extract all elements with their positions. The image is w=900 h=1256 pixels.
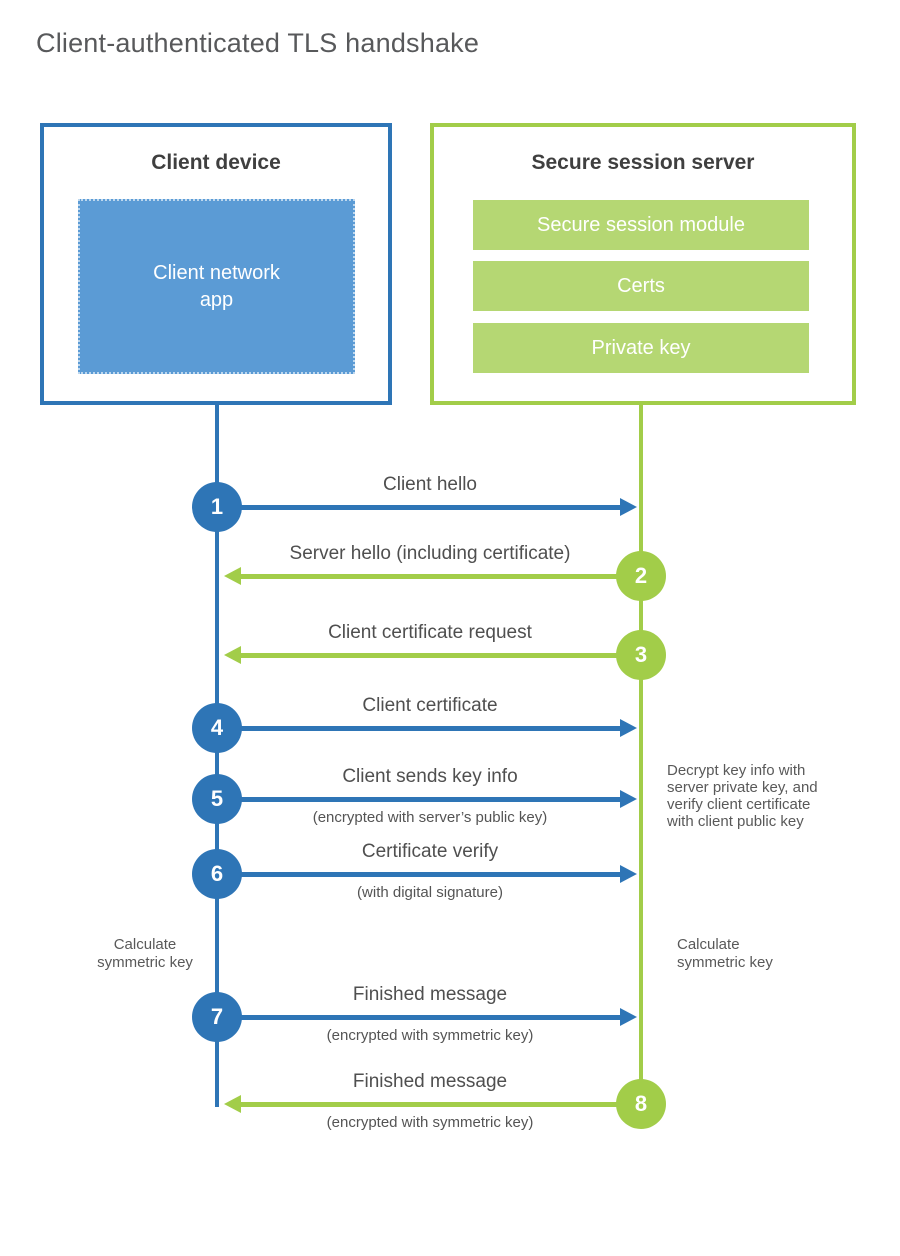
step-3-circle: 3: [616, 630, 666, 680]
step-7-label: Finished message: [352, 984, 508, 1005]
secure-session-server-title: Secure session server: [531, 151, 755, 174]
step-8-circle: 8: [616, 1079, 666, 1129]
step-2-arrow-left: [224, 567, 631, 585]
client-device-box: Client device Client network app: [40, 123, 392, 405]
step-1-label: Client hello: [383, 474, 477, 495]
step-2-label: Server hello (including certificate): [289, 543, 571, 564]
step-1-circle: 1: [192, 482, 242, 532]
step-3-arrow-left: [224, 646, 631, 664]
page-title: Client-authenticated TLS handshake: [36, 28, 480, 58]
client-lifeline: [215, 405, 219, 1107]
step-4-label: Client certificate: [362, 695, 498, 716]
client-network-app-box: Client network app: [78, 199, 355, 374]
note-calculate-symmetric-key-server: Calculate symmetric key: [677, 936, 773, 971]
step-7-circle: 7: [192, 992, 242, 1042]
server-module-private-key: Private key: [473, 323, 809, 373]
step-6-circle: 6: [192, 849, 242, 899]
step-5-arrow-right: [230, 790, 637, 808]
step-5-label: Client sends key info: [342, 766, 518, 787]
step-5-circle: 5: [192, 774, 242, 824]
step-4-arrow-right: [230, 719, 637, 737]
step-7-arrow-right: [230, 1008, 637, 1026]
step-4-circle: 4: [192, 703, 242, 753]
step-8-label: Finished message: [352, 1071, 508, 1092]
step-5-sublabel: (encrypted with server’s public key): [312, 809, 548, 826]
note-calculate-symmetric-key-client: Calculate symmetric key: [97, 936, 193, 971]
server-module-secure-session-module: Secure session module: [473, 200, 809, 250]
secure-session-server-box: Secure session server Secure session mod…: [430, 123, 856, 405]
client-device-title: Client device: [151, 151, 281, 174]
step-8-arrow-left: [224, 1095, 631, 1113]
step-6-sublabel: (with digital signature): [357, 884, 503, 901]
step-8-sublabel: (encrypted with symmetric key): [326, 1114, 534, 1131]
server-lifeline: [639, 405, 643, 1105]
step-6-label: Certificate verify: [361, 841, 499, 862]
step-6-arrow-right: [230, 865, 637, 883]
note-decrypt-key-info: Decrypt key info with server private key…: [667, 762, 818, 830]
server-module-certs: Certs: [473, 261, 809, 311]
step-1-arrow-right: [230, 498, 637, 516]
step-3-label: Client certificate request: [328, 622, 532, 643]
step-2-circle: 2: [616, 551, 666, 601]
step-7-sublabel: (encrypted with symmetric key): [326, 1027, 534, 1044]
